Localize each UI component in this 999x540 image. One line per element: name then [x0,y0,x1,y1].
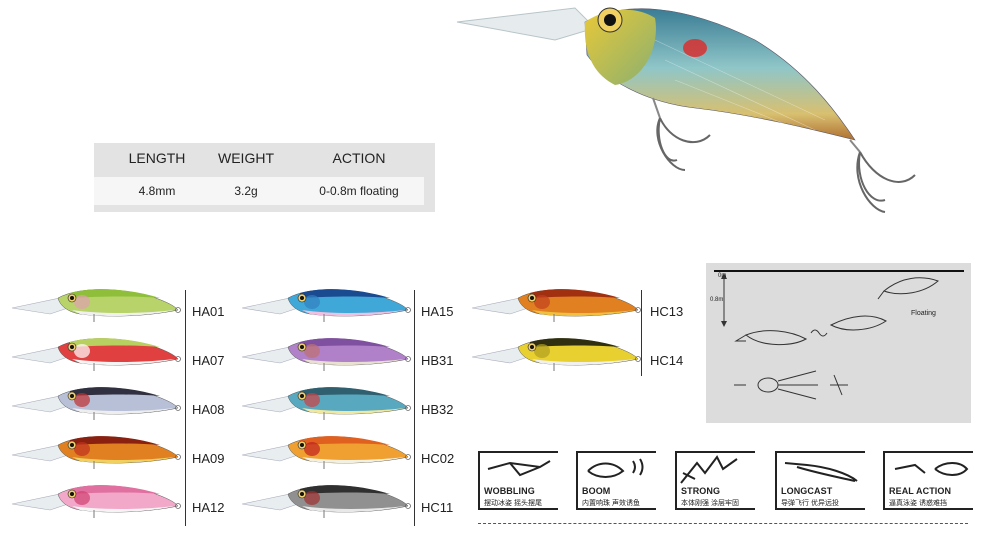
action-header: ACTION [332,150,386,166]
color-code: HB31 [421,353,454,368]
weight-value: 3.2g [234,184,258,198]
color-item-ha12: HA12 [10,480,232,520]
depth-bottom-label: 0.8m [710,297,724,303]
feature-title: LONGCAST [781,486,833,496]
hero-lure-image [456,7,916,213]
boom-icon [587,458,644,478]
column-divider [185,290,186,526]
action-value: 0-0.8m floating [319,184,399,198]
color-code: HB32 [421,402,454,417]
column-divider [641,290,642,376]
feature-title: REAL ACTION [889,486,952,496]
lure-image [241,436,411,469]
weight-header: WEIGHT [218,150,274,166]
action-diagram: 0m 0.8m Floating [706,263,971,423]
color-code: HA09 [192,451,225,466]
color-code: HC11 [421,500,454,515]
longcast-icon [784,462,858,482]
lure-image [471,338,641,371]
color-code: HC02 [421,451,455,466]
feature-title: WOBBLING [484,486,535,496]
color-item-ha08: HA08 [10,382,232,422]
dotted-divider [478,523,968,524]
color-item-hb32: HB32 [240,382,461,422]
lure-image [241,485,411,518]
lure-image [11,485,181,518]
color-item-hc11: HC11 [240,480,461,520]
spec-table-header: LENGTH WEIGHT ACTION [94,143,435,173]
spec-table: LENGTH WEIGHT ACTION 4.8mm 3.2g 0-0.8m f… [94,143,435,212]
feature-wobbling: WOBBLING 摆动冰姿 摇头摆尾 [478,451,558,510]
floating-label: Floating [911,310,936,317]
feature-subtitle: 导弹飞行 优异远投 [781,500,839,507]
color-code: HA15 [421,304,454,319]
feature-subtitle: 摆动冰姿 摇头摆尾 [484,500,542,507]
column-divider [414,290,415,526]
length-header: LENGTH [128,150,186,166]
color-item-ha09: HA09 [10,431,232,471]
feature-real-action: REAL ACTION 逼真泳姿 诱惑难挡 [883,451,973,510]
feature-subtitle: 逼真泳姿 诱惑难挡 [889,500,947,507]
feature-title: STRONG [681,486,721,496]
lure-image [11,338,181,371]
feature-strong: STRONG 本体刚强 涂层牢固 [675,451,755,510]
lure-image [11,387,181,420]
lure-image [241,387,411,420]
lure-image [241,289,411,322]
lure-image [11,436,181,469]
feature-subtitle: 本体刚强 涂层牢固 [681,500,739,507]
feature-boom: BOOM 内置响珠 声效诱鱼 [576,451,656,510]
color-item-hb31: HB31 [240,333,461,373]
color-item-ha07: HA07 [10,333,232,373]
lure-image [471,289,641,322]
feature-longcast: LONGCAST 导弹飞行 优异远投 [775,451,865,510]
color-code: HA08 [192,402,225,417]
spec-table-row: 4.8mm 3.2g 0-0.8m floating [94,177,424,205]
lure-image [11,289,181,322]
real-action-icon [894,462,969,476]
color-code: HA12 [192,500,225,515]
color-code: HC14 [650,353,684,368]
feature-title: BOOM [582,486,611,496]
color-code: HA07 [192,353,225,368]
color-item-ha01: HA01 [10,284,232,324]
length-value: 4.8mm [138,184,176,198]
color-item-hc02: HC02 [240,431,461,471]
strong-icon [680,455,738,484]
color-item-ha15: HA15 [240,284,461,324]
wobbling-icon [487,460,551,477]
color-item-hc14: HC14 [470,333,690,373]
color-code: HC13 [650,304,684,319]
lure-image [241,338,411,371]
color-item-hc13: HC13 [470,284,690,324]
feature-subtitle: 内置响珠 声效诱鱼 [582,500,640,507]
action-diagram-drawing [714,270,964,400]
color-code: HA01 [192,304,225,319]
depth-top-label: 0m [718,273,727,279]
